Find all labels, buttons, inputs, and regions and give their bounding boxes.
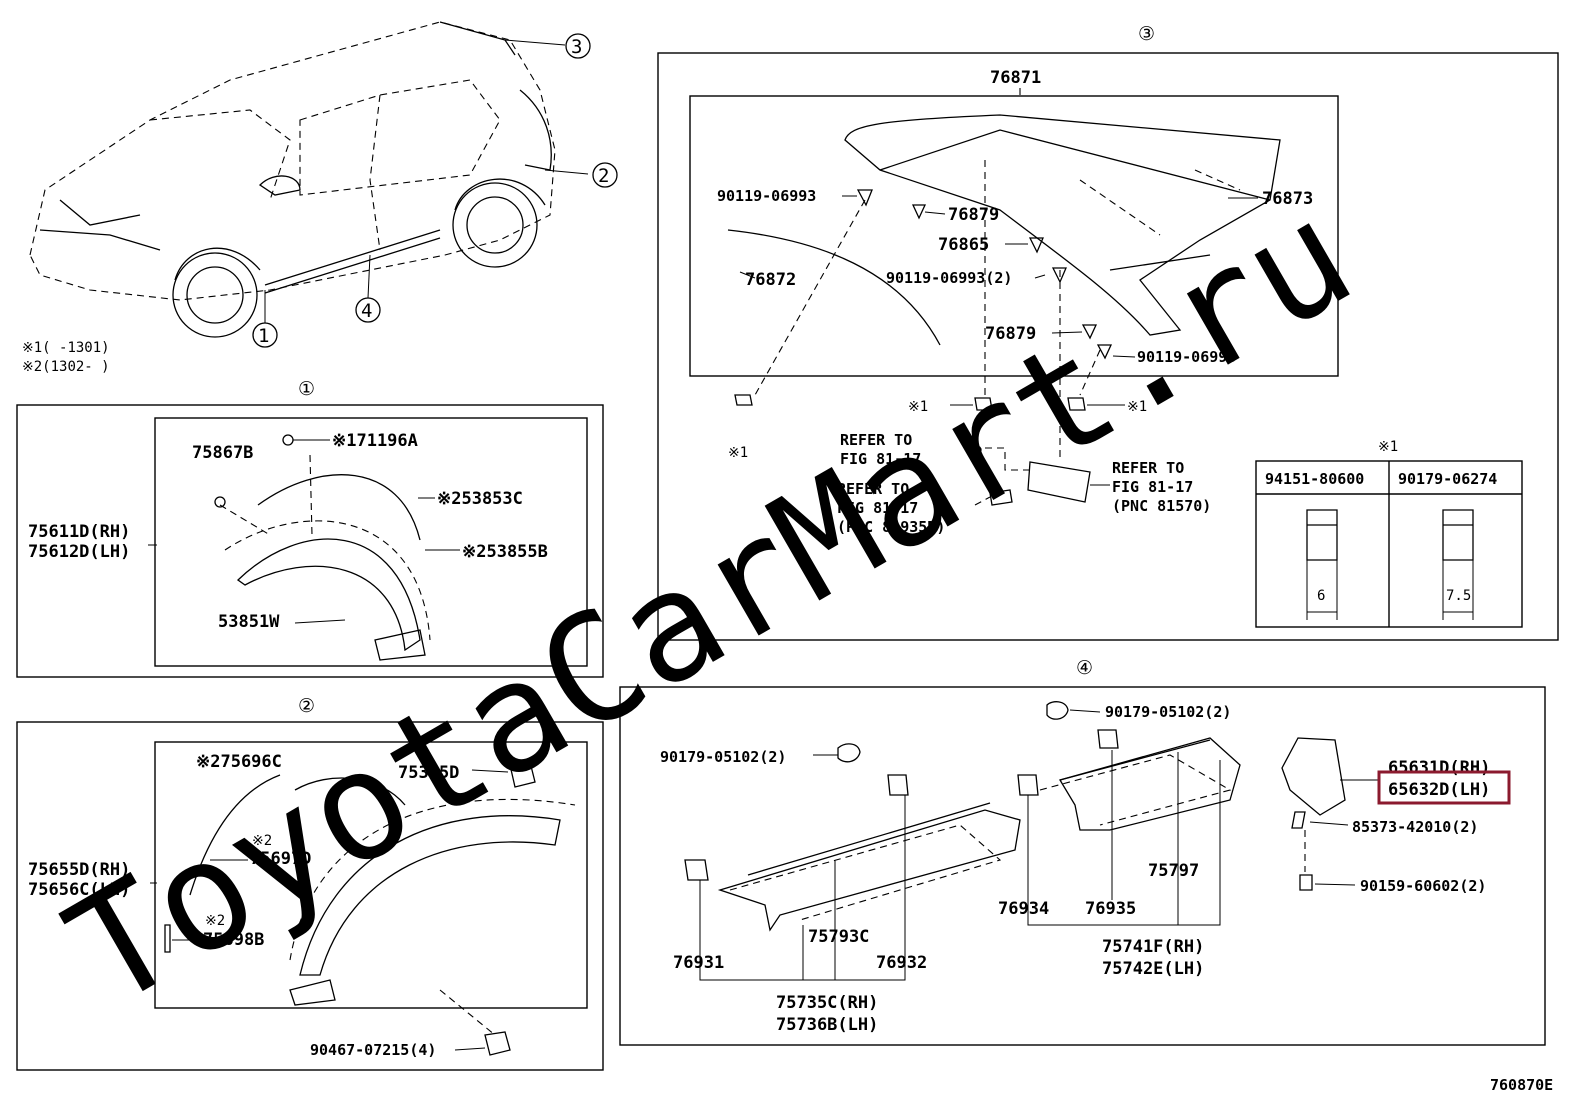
part-71196A: ※171196A	[332, 431, 418, 451]
part-75867B: 75867B	[192, 443, 253, 463]
refer-2-pnc: (PNC 81935D)	[837, 518, 945, 536]
svg-text:1: 1	[258, 325, 269, 347]
section-1-assembly-rh: 75611D(RH)	[28, 522, 130, 542]
part-75697D: 75697D	[250, 849, 311, 869]
refer-3-line2: FIG 81-17	[1112, 478, 1193, 496]
section-2-number: ②	[298, 695, 315, 717]
part-90179-05102-a: 90179-05102(2)	[660, 748, 786, 766]
table-dim-2: 7.5	[1446, 588, 1471, 604]
section-3-number: ③	[1138, 23, 1155, 45]
part-53851W: 53851W	[218, 612, 280, 632]
table-dim-1: 6	[1317, 588, 1325, 604]
part-85373-42010: 85373-42010(2)	[1352, 818, 1478, 836]
part-75797: 75797	[1148, 861, 1199, 881]
part-75696C: ※275696C	[196, 752, 282, 772]
part-90119-06993-c: 90119-06993	[1137, 348, 1236, 366]
section-2-assembly-lh: 75656C(LH)	[28, 880, 130, 900]
refer-1-line2: FIG 81-17	[840, 450, 921, 468]
part-90119-06993-b: 90119-06993(2)	[886, 269, 1012, 287]
part-75698B: 75698B	[203, 930, 264, 950]
section-1-number: ①	[298, 378, 315, 400]
section-2-assembly-rh: 75655D(RH)	[28, 860, 130, 880]
part-90119-06993-a: 90119-06993	[717, 187, 816, 205]
part-53853C: ※253853C	[437, 489, 523, 509]
part-note-1c: ※1	[728, 445, 748, 461]
figure-code: 760870E	[1490, 1076, 1553, 1094]
part-76935: 76935	[1085, 899, 1136, 919]
section-4: ④ 90179-05102(2) 90179-05102(2)	[619, 657, 1546, 1046]
part-90179-05102-b: 90179-05102(2)	[1105, 703, 1231, 721]
part-76879-b: 76879	[985, 324, 1036, 344]
part-76873: 76873	[1262, 189, 1313, 209]
part-53855B: ※253855B	[462, 542, 548, 562]
part-76872: 76872	[745, 270, 796, 290]
refer-1-line1: REFER TO	[840, 431, 912, 449]
section-1: ① 75611D(RH) 75612D(LH) 75867B ※171196A …	[16, 378, 604, 678]
part-76931: 76931	[673, 953, 724, 973]
part-76865: 76865	[938, 235, 989, 255]
refer-3-line1: REFER TO	[1112, 459, 1184, 477]
refer-2-line2: FIG 81-17	[837, 499, 918, 517]
part-75741F: 75741F(RH)	[1102, 937, 1204, 957]
section-3: ③ 76871	[657, 23, 1559, 641]
part-65632D-highlighted[interactable]: 65632D(LH)	[1388, 780, 1490, 800]
part-75736B: 75736B(LH)	[776, 1015, 878, 1035]
part-note-2a: ※2	[252, 833, 272, 849]
part-75735C: 75735C(RH)	[776, 993, 878, 1013]
part-note-1b: ※1	[1127, 399, 1147, 415]
watermark: ToyotaCarMart.ru	[41, 168, 1379, 1041]
part-note-1a: ※1	[908, 399, 928, 415]
note-1: ※1( -1301)	[22, 340, 110, 356]
fastener-table: 94151-80600 90179-06274 6 7.5	[1255, 460, 1523, 628]
refer-2-line1: REFER TO	[837, 480, 909, 498]
part-76879-a: 76879	[948, 205, 999, 225]
refer-3-pnc: (PNC 81570)	[1112, 497, 1211, 515]
section-4-number: ④	[1076, 657, 1093, 679]
part-90159-60602: 90159-60602(2)	[1360, 877, 1486, 895]
part-75742E: 75742E(LH)	[1102, 959, 1204, 979]
part-76932: 76932	[876, 953, 927, 973]
part-76934: 76934	[998, 899, 1049, 919]
section-3-assembly: 76871	[990, 68, 1041, 88]
part-75395D: 75395D	[398, 763, 459, 783]
vehicle-overview: 1 4 2 3	[29, 21, 618, 348]
part-75793C: 75793C	[808, 927, 869, 947]
table-col-2: 90179-06274	[1398, 470, 1497, 488]
section-2: ② 75655D(RH) 75656C(LH) ※275696C 75395D …	[16, 695, 604, 1071]
section-1-assembly-lh: 75612D(LH)	[28, 542, 130, 562]
note-2: ※2(1302- )	[22, 359, 110, 375]
part-65631D: 65631D(RH)	[1388, 758, 1490, 778]
table-note: ※1	[1378, 439, 1398, 455]
svg-text:3: 3	[571, 36, 582, 58]
part-note-2b: ※2	[205, 913, 225, 929]
svg-text:2: 2	[598, 165, 609, 187]
table-col-1: 94151-80600	[1265, 470, 1364, 488]
svg-text:4: 4	[361, 300, 372, 322]
highlight-box	[1377, 770, 1511, 805]
part-90467-07215: 90467-07215(4)	[310, 1041, 436, 1059]
